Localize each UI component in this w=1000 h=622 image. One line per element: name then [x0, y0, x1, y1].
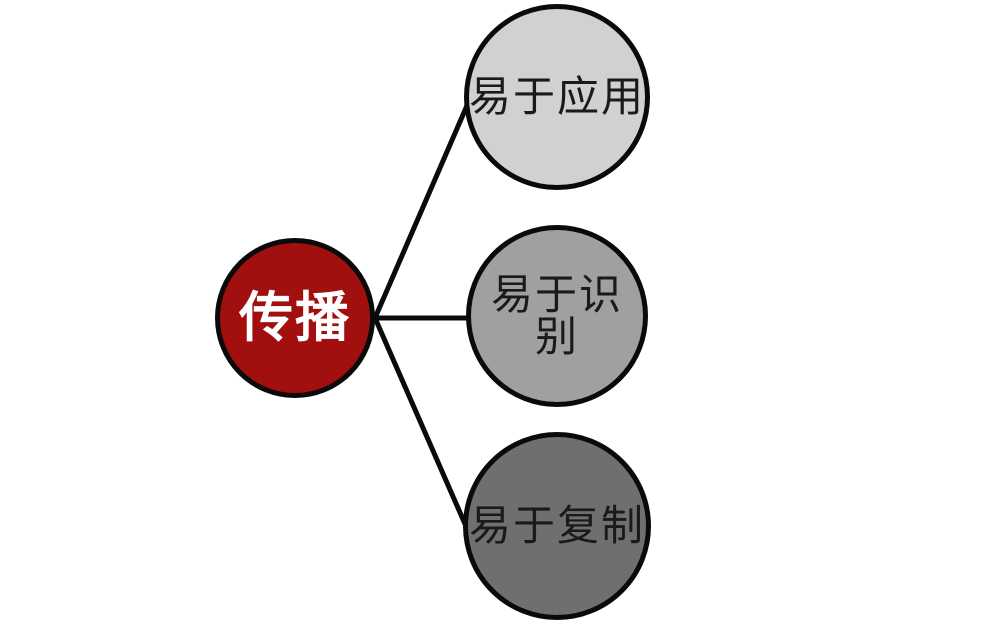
connector-line-bottom [372, 315, 475, 543]
node-root-spread: 传播 [215, 238, 375, 398]
node-easy-to-replicate-label: 易于复制 [468, 502, 645, 549]
node-easy-to-apply-label: 易于应用 [469, 73, 646, 120]
node-easy-to-apply: 易于应用 [464, 4, 650, 190]
node-easy-to-identify: 易于识别 [466, 225, 648, 407]
node-root-label: 传播 [239, 288, 351, 348]
node-easy-to-identify-label: 易于识别 [490, 271, 623, 360]
connector-line-top [372, 91, 475, 321]
node-easy-to-replicate: 易于复制 [463, 432, 651, 620]
